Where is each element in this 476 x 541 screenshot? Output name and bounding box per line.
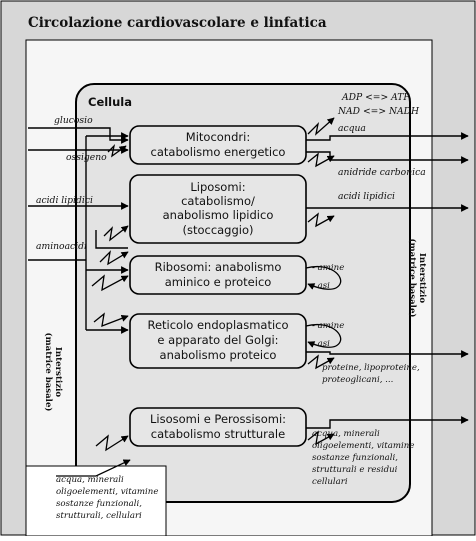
interstitium-right-line-2: (matrice basale): [407, 239, 418, 318]
reticolo-line-3: anabolismo proteico: [160, 348, 277, 362]
label-rib-amine: - amine: [312, 263, 344, 273]
zigzag-liposomi: [103, 225, 129, 242]
ribosomi-box: [129, 255, 307, 295]
label-acidi-lipidici-in: acidi lipidici: [36, 195, 93, 206]
mitocondri-box: [129, 125, 307, 165]
label-acqua: acqua: [338, 123, 366, 134]
label-proteine-2: proteoglicani, ...: [322, 375, 393, 385]
lisosomi-line-1: Lisosomi e Perossisomi:: [150, 412, 286, 426]
bottom-note-line-3: sostanze funzionali,: [56, 499, 142, 509]
interstitium-left-line-1: Interstizio: [53, 347, 63, 397]
label-rib-asi: - asi: [312, 281, 330, 291]
label-glucosio: glucosio: [54, 115, 93, 126]
mitocondri-line-2: catabolismo energetico: [151, 145, 286, 159]
bottom-note-line-2: oligoelementi, vitamine: [56, 487, 158, 497]
liposomi-line-1: Liposomi:: [190, 180, 245, 194]
label-ret-asi: - asi: [312, 339, 330, 349]
reticolo-line-2: e apparato del Golgi:: [157, 333, 278, 347]
lisosomi-box: [129, 407, 307, 447]
label-adp-atp: ADP <=> ATP: [341, 92, 410, 103]
label-proteine-1: proteine, lipoproteine,: [322, 363, 420, 373]
liposomi-line-3: anabolismo lipidico: [163, 208, 274, 222]
reticolo-out: [306, 350, 469, 358]
mito-out-acqua: [306, 132, 469, 141]
zigzag-reticolo-out: [307, 354, 335, 370]
ribosomi-line-1: Ribosomi: anabolismo: [155, 260, 282, 274]
zigzag-liposomi-out: [307, 212, 335, 228]
label-lisosomi-out-5: cellulari: [312, 477, 348, 487]
label-ret-amine: - amine: [312, 321, 344, 331]
reticolo-box: [129, 313, 307, 369]
zigzag-mito-out-1: [307, 117, 335, 136]
zigzag-reticolo: [93, 312, 129, 328]
zigzag-aminoacidi: [99, 250, 129, 266]
label-nad-nadh: NAD <=> NADH: [337, 106, 420, 117]
liposomi-line-2: catabolismo/: [181, 194, 255, 208]
label-acidi-lipidici-out: acidi lipidici: [338, 191, 395, 202]
lisosomi-out: [306, 416, 469, 429]
bottom-note-line-4: strutturali, cellulari: [56, 511, 142, 521]
zigzag-lisosomi-out: [307, 430, 335, 446]
ribosomi-line-2: aminico e proteico: [165, 275, 272, 289]
label-lisosomi-out-3: sostanze funzionali,: [312, 453, 398, 463]
zigzag-lisosomi: [95, 434, 129, 452]
interstitium-left-line-2: (matrice basale): [43, 333, 54, 412]
zigzag-ossigeno: [107, 144, 127, 158]
reticolo-amine-curve: [305, 323, 342, 348]
label-lisosomi-out-2: oligoelementi, vitamine: [312, 441, 414, 451]
lisosomi-line-2: catabolismo strutturale: [151, 427, 285, 441]
bottom-note-arrow: [56, 459, 131, 477]
lisosomi-feed-line: [95, 230, 128, 249]
interstitium-right-line-1: Interstizio: [417, 253, 427, 303]
bottom-note-box: [25, 465, 167, 537]
label-aminoacidi: aminoacidi: [36, 241, 87, 252]
bottom-note-line-1: acqua, minerali: [56, 475, 124, 485]
label-lisosomi-out-1: acqua, minerali: [312, 429, 380, 439]
mitocondri-line-1: Mitocondri:: [186, 130, 250, 144]
zigzag-mito-out-2: [307, 152, 335, 168]
cell-label: Cellula: [88, 95, 132, 109]
ribosomi-amine-curve: [305, 265, 342, 290]
liposomi-line-4: (stoccaggio): [182, 223, 253, 237]
label-anidride: anidride carbonica: [338, 167, 426, 178]
label-lisosomi-out-4: strutturali e residui: [312, 465, 398, 475]
label-ossigeno: ossigeno: [66, 152, 107, 163]
diagram-title: Circolazione cardiovascolare e linfatica: [28, 15, 327, 31]
zigzag-ribosomi: [91, 274, 129, 292]
reticolo-line-1: Reticolo endoplasmatico: [147, 318, 288, 332]
liposomi-box: [129, 174, 307, 244]
glucosio-arrow: [70, 127, 129, 144]
